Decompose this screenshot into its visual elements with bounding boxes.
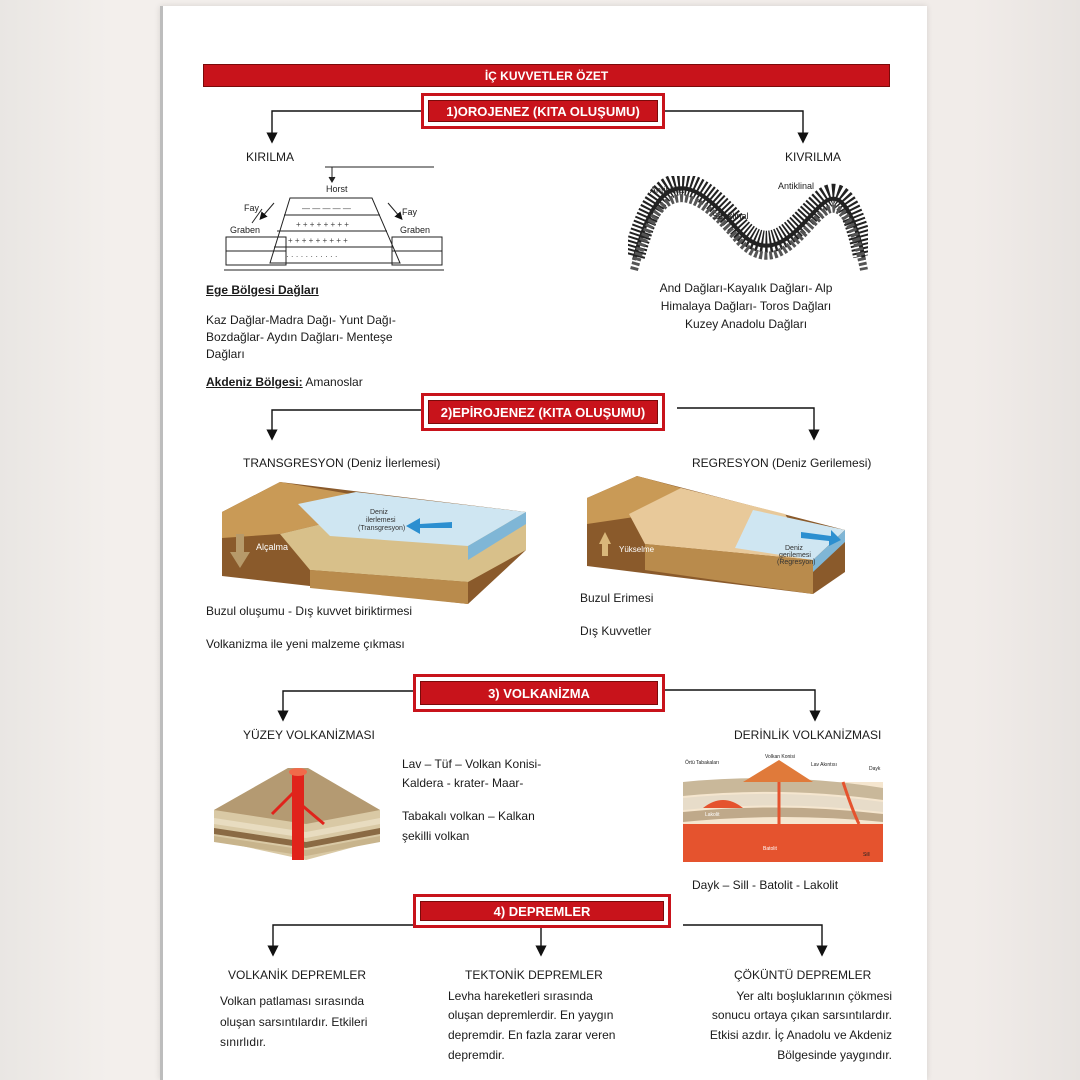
regresyon-label: REGRESYON (Deniz Gerilemesi): [692, 456, 872, 470]
kirilma-label: KIRILMA: [246, 150, 295, 164]
svg-text:— — — — —: — — — — —: [302, 204, 351, 213]
derinlik-volkanizmasi-label: DERİNLİK VOLKANİZMASI: [734, 728, 882, 742]
graben-left-label: Graben: [230, 225, 260, 235]
tektonik-text-2: oluşan depremlerdir. En yaygın: [448, 1008, 614, 1022]
svg-text:+ + + + + + + + +: + + + + + + + + +: [288, 236, 348, 245]
transgression-diagram: Alçalma Deniz ilerlemesi (Transgresyon): [222, 482, 526, 604]
lakolit-label: Lakolit: [705, 812, 720, 818]
lav-akintisi-label: Lav Akıntısı: [811, 762, 837, 768]
tektonik-deprem-heading: TEKTONİK DEPREMLER: [465, 968, 603, 982]
akdeniz-text: Amanoslar: [305, 375, 363, 389]
akdeniz-heading: Akdeniz Bölgesi:: [206, 375, 303, 389]
reg-img-label-1: Deniz: [785, 545, 803, 552]
cokuntu-text-2: sonucu ortaya çıkan sarsıntılardır.: [711, 1008, 892, 1022]
fold-line-2: Himalaya Dağları- Toros Dağları: [660, 299, 832, 313]
cokuntu-text-3: Etkisi azdır. İç Anadolu ve Akdeniz: [709, 1028, 892, 1042]
fay-left-label: Fay: [244, 203, 260, 213]
horst-graben-diagram: Horst Fay Fay Graben Graben — — — — — + …: [224, 166, 444, 271]
section-volkanizma-title: 3) VOLKANİZMA: [413, 674, 665, 712]
cokuntu-deprem-heading: ÇÖKÜNTÜ DEPREMLER: [734, 968, 872, 982]
ege-heading: Ege Bölgesi Dağları: [206, 283, 319, 297]
tektonik-text-3: depremdir. En fazla zarar veren: [448, 1028, 616, 1042]
ege-line-2: Bozdağlar- Aydın Dağları- Menteşe: [206, 330, 393, 344]
yuzey-text-3: Tabakalı volkan – Kalkan: [402, 809, 535, 823]
dayk-label: Dayk: [869, 766, 881, 772]
fay-right-label: Fay: [402, 207, 418, 217]
transgresyon-text-1: Buzul oluşumu - Dış kuvvet biriktirmesi: [206, 604, 413, 618]
surface-volcano-diagram: [214, 768, 380, 860]
yuzey-text-4: şekilli volkan: [402, 829, 470, 843]
tektonik-text-1: Levha hareketleri sırasında: [448, 989, 593, 1003]
svg-text:+ + + + + + + +: + + + + + + + +: [296, 220, 349, 229]
regresyon-text-2: Dış Kuvvetler: [580, 624, 652, 638]
antiklinal-left-label: Antiklinal: [650, 185, 686, 195]
yuzey-text-1: Lav – Tüf – Volkan Konisi-: [402, 757, 542, 771]
antiklinal-right-label: Antiklinal: [778, 181, 814, 191]
volkanik-text-3: sınırlıdır.: [220, 1035, 267, 1049]
horst-label: Horst: [326, 184, 348, 194]
sill-label: Sill: [863, 852, 870, 858]
tektonik-text-4: depremdir.: [448, 1048, 505, 1062]
reg-img-label-2: gerilemesi: [779, 552, 811, 559]
graben-right-label: Graben: [400, 225, 430, 235]
section-orojenez-title: 1)OROJENEZ (KITA OLUŞUMU): [421, 93, 665, 129]
fold-line-1: And Dağları-Kayalık Dağları- Alp: [659, 281, 833, 295]
yuzey-volkanizmasi-label: YÜZEY VOLKANİZMASI: [243, 728, 375, 742]
senklinal-label: Senklinal: [712, 211, 749, 221]
section-orojenez-label: 1)OROJENEZ (KITA OLUŞUMU): [428, 100, 658, 122]
ege-line-1: Kaz Dağlar-Madra Dağı- Yunt Dağı-: [206, 313, 396, 327]
section-epirojenez-title: 2)EPİROJENEZ (KITA OLUŞUMU): [421, 393, 665, 431]
volkanik-text-2: oluşan sarsıntılardır. Etkileri: [220, 1015, 368, 1029]
batolit-label: Batolit: [763, 846, 778, 852]
transgresyon-text-2: Volkanizma ile yeni malzeme çıkması: [206, 637, 405, 651]
section-depremler-label: 4) DEPREMLER: [420, 901, 664, 921]
trans-img-label-1: Deniz: [370, 509, 388, 516]
section-depremler-title: 4) DEPREMLER: [413, 894, 671, 928]
alcalma-label: Alçalma: [256, 542, 288, 552]
derinlik-text: Dayk – Sill - Batolit - Lakolit: [692, 878, 839, 892]
svg-text:· · · · · · · · · · ·: · · · · · · · · · · ·: [286, 252, 338, 261]
trans-img-label-3: (Transgresyon): [358, 525, 405, 532]
regresyon-text-1: Buzul Erimesi: [580, 591, 654, 605]
fold-line-3: Kuzey Anadolu Dağları: [684, 317, 808, 331]
fold-diagram: Antiklinal Antiklinal Senklinal: [628, 176, 868, 272]
reg-img-label-3: (Regresyon): [777, 559, 816, 566]
section-epirojenez-label: 2)EPİROJENEZ (KITA OLUŞUMU): [428, 400, 658, 424]
page-title: İÇ KUVVETLER ÖZET: [203, 64, 890, 87]
kivrilma-label: KIVRILMA: [785, 150, 842, 164]
volkanik-text-1: Volkan patlaması sırasında: [220, 994, 365, 1008]
trans-img-label-2: ilerlemesi: [366, 517, 396, 524]
volkanik-deprem-heading: VOLKANİK DEPREMLER: [228, 968, 367, 982]
ortu-label: Örtü Tabakaları: [685, 759, 719, 766]
regression-diagram: Yükselme Deniz gerilemesi (Regresyon): [587, 476, 845, 594]
section-volkanizma-label: 3) VOLKANİZMA: [420, 681, 658, 705]
ege-line-3: Dağları: [206, 347, 245, 361]
transgresyon-label: TRANSGRESYON (Deniz İlerlemesi): [243, 456, 441, 470]
akdeniz-line: Akdeniz Bölgesi: Amanoslar: [206, 372, 363, 392]
yukselme-label: Yükselme: [619, 545, 655, 554]
volkan-konisi-label: Volkan Konisi: [765, 754, 795, 760]
cokuntu-text-4: Bölgesinde yaygındır.: [777, 1048, 892, 1062]
cokuntu-text-1: Yer altı boşluklarının çökmesi: [736, 989, 892, 1003]
yuzey-text-2: Kaldera - krater- Maar-: [402, 776, 524, 790]
deep-volcanism-diagram: Örtü Tabakaları Volkan Konisi Lav Akıntı…: [683, 754, 883, 862]
